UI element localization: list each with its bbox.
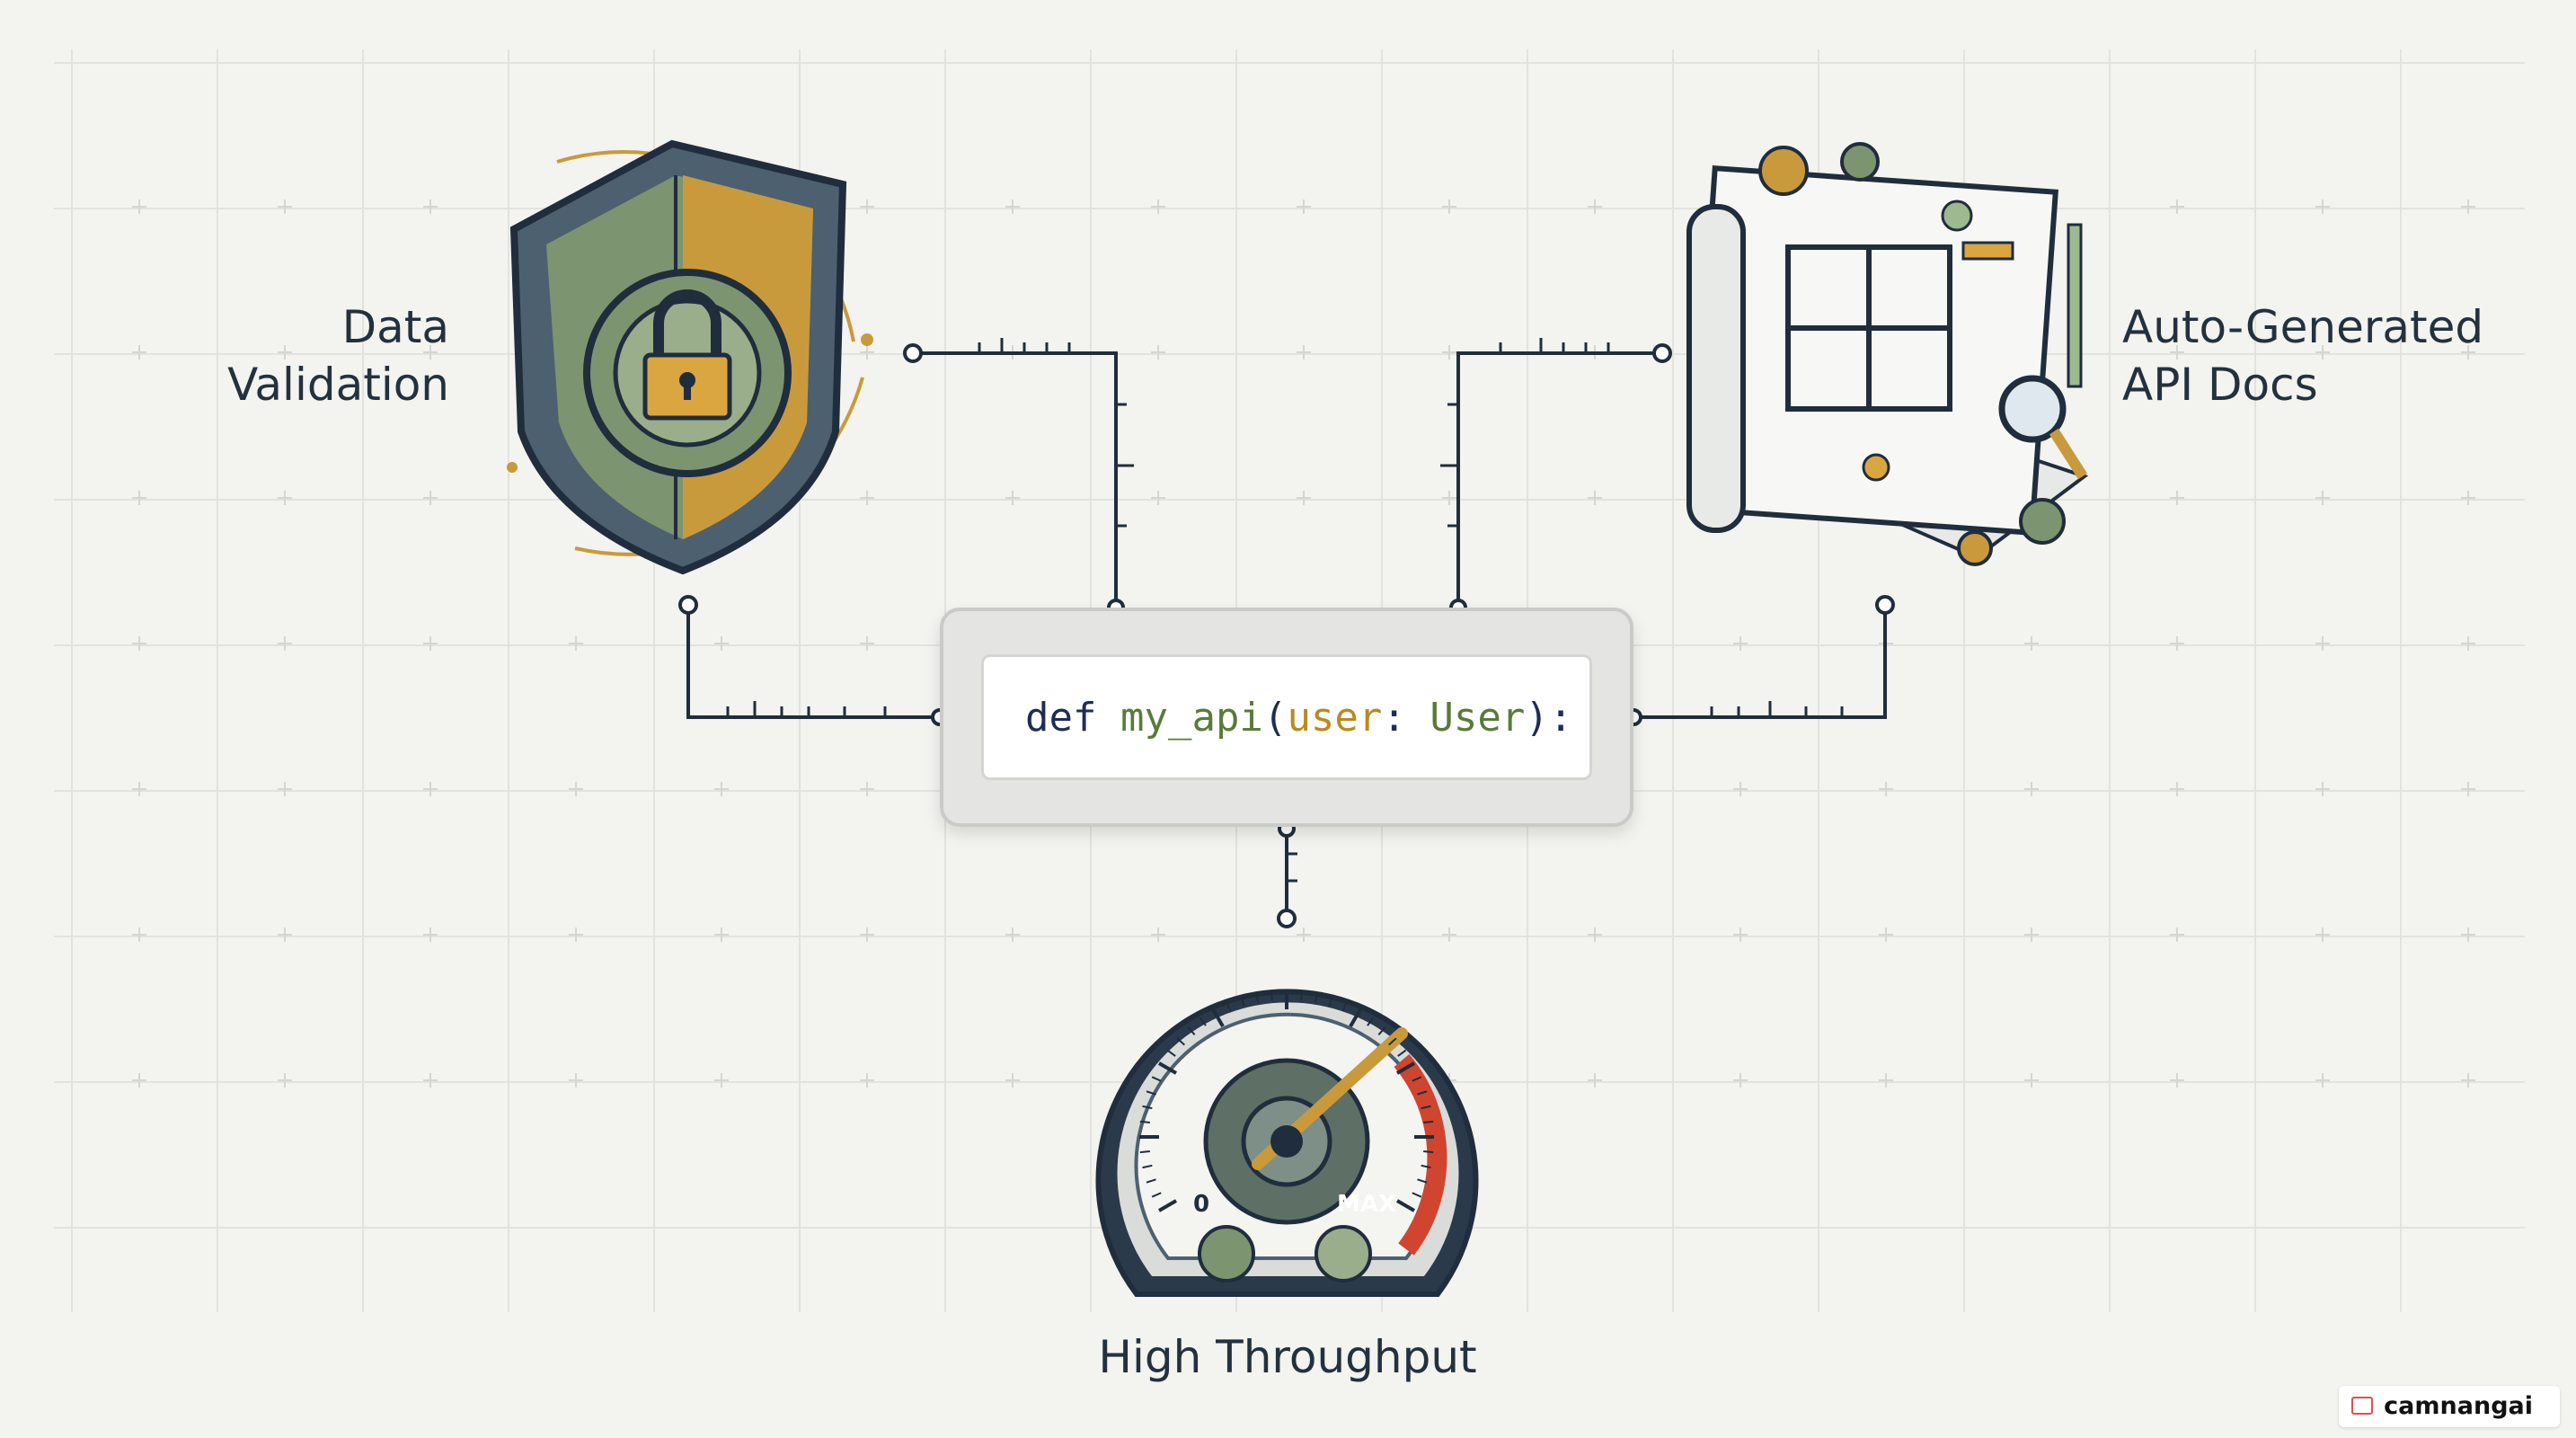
code-function-name: my_api <box>1120 694 1263 741</box>
code-argument: user <box>1287 694 1383 741</box>
label-line: Validation <box>227 359 449 411</box>
watermark-badge: camnangai <box>2339 1386 2560 1427</box>
gauge-max-label: MAX <box>1337 1191 1396 1218</box>
code-colon: : <box>1382 694 1406 741</box>
label-line: API Docs <box>2122 359 2318 411</box>
code-box: def my_api(user: User): <box>940 608 1633 827</box>
label-line: Data <box>341 301 449 353</box>
connector-validation-top <box>913 351 1118 607</box>
code-paren-open: ( <box>1262 694 1288 741</box>
label-data-validation: Data Validation <box>227 298 449 413</box>
book-icon <box>2351 1397 2374 1415</box>
connector-docs-right <box>1633 605 1887 719</box>
label-api-docs: Auto-Generated API Docs <box>2122 298 2483 413</box>
code-type: User <box>1430 694 1526 741</box>
shield-lock-icon <box>507 139 873 575</box>
connector-validation-left <box>686 605 940 719</box>
connector-docs-top <box>1456 351 1662 607</box>
label-line: Auto-Generated <box>2122 301 2484 353</box>
code-panel: def my_api(user: User): <box>981 654 1592 780</box>
watermark-text: camnangai <box>2384 1392 2533 1420</box>
label-high-throughput: High Throughput <box>1098 1331 1477 1383</box>
code-line: def my_api(user: User): <box>1025 695 1572 741</box>
speedometer-icon: 0 MAX <box>1095 989 1479 1297</box>
blueprint-icon <box>1686 142 2089 566</box>
gauge-min-label: 0 <box>1193 1191 1209 1218</box>
connector-ticks <box>726 338 1844 883</box>
gauge-ticks <box>1139 990 1434 1212</box>
code-keyword: def <box>1025 694 1097 741</box>
code-paren-close: ): <box>1525 694 1573 741</box>
connector-lines <box>686 338 1887 919</box>
